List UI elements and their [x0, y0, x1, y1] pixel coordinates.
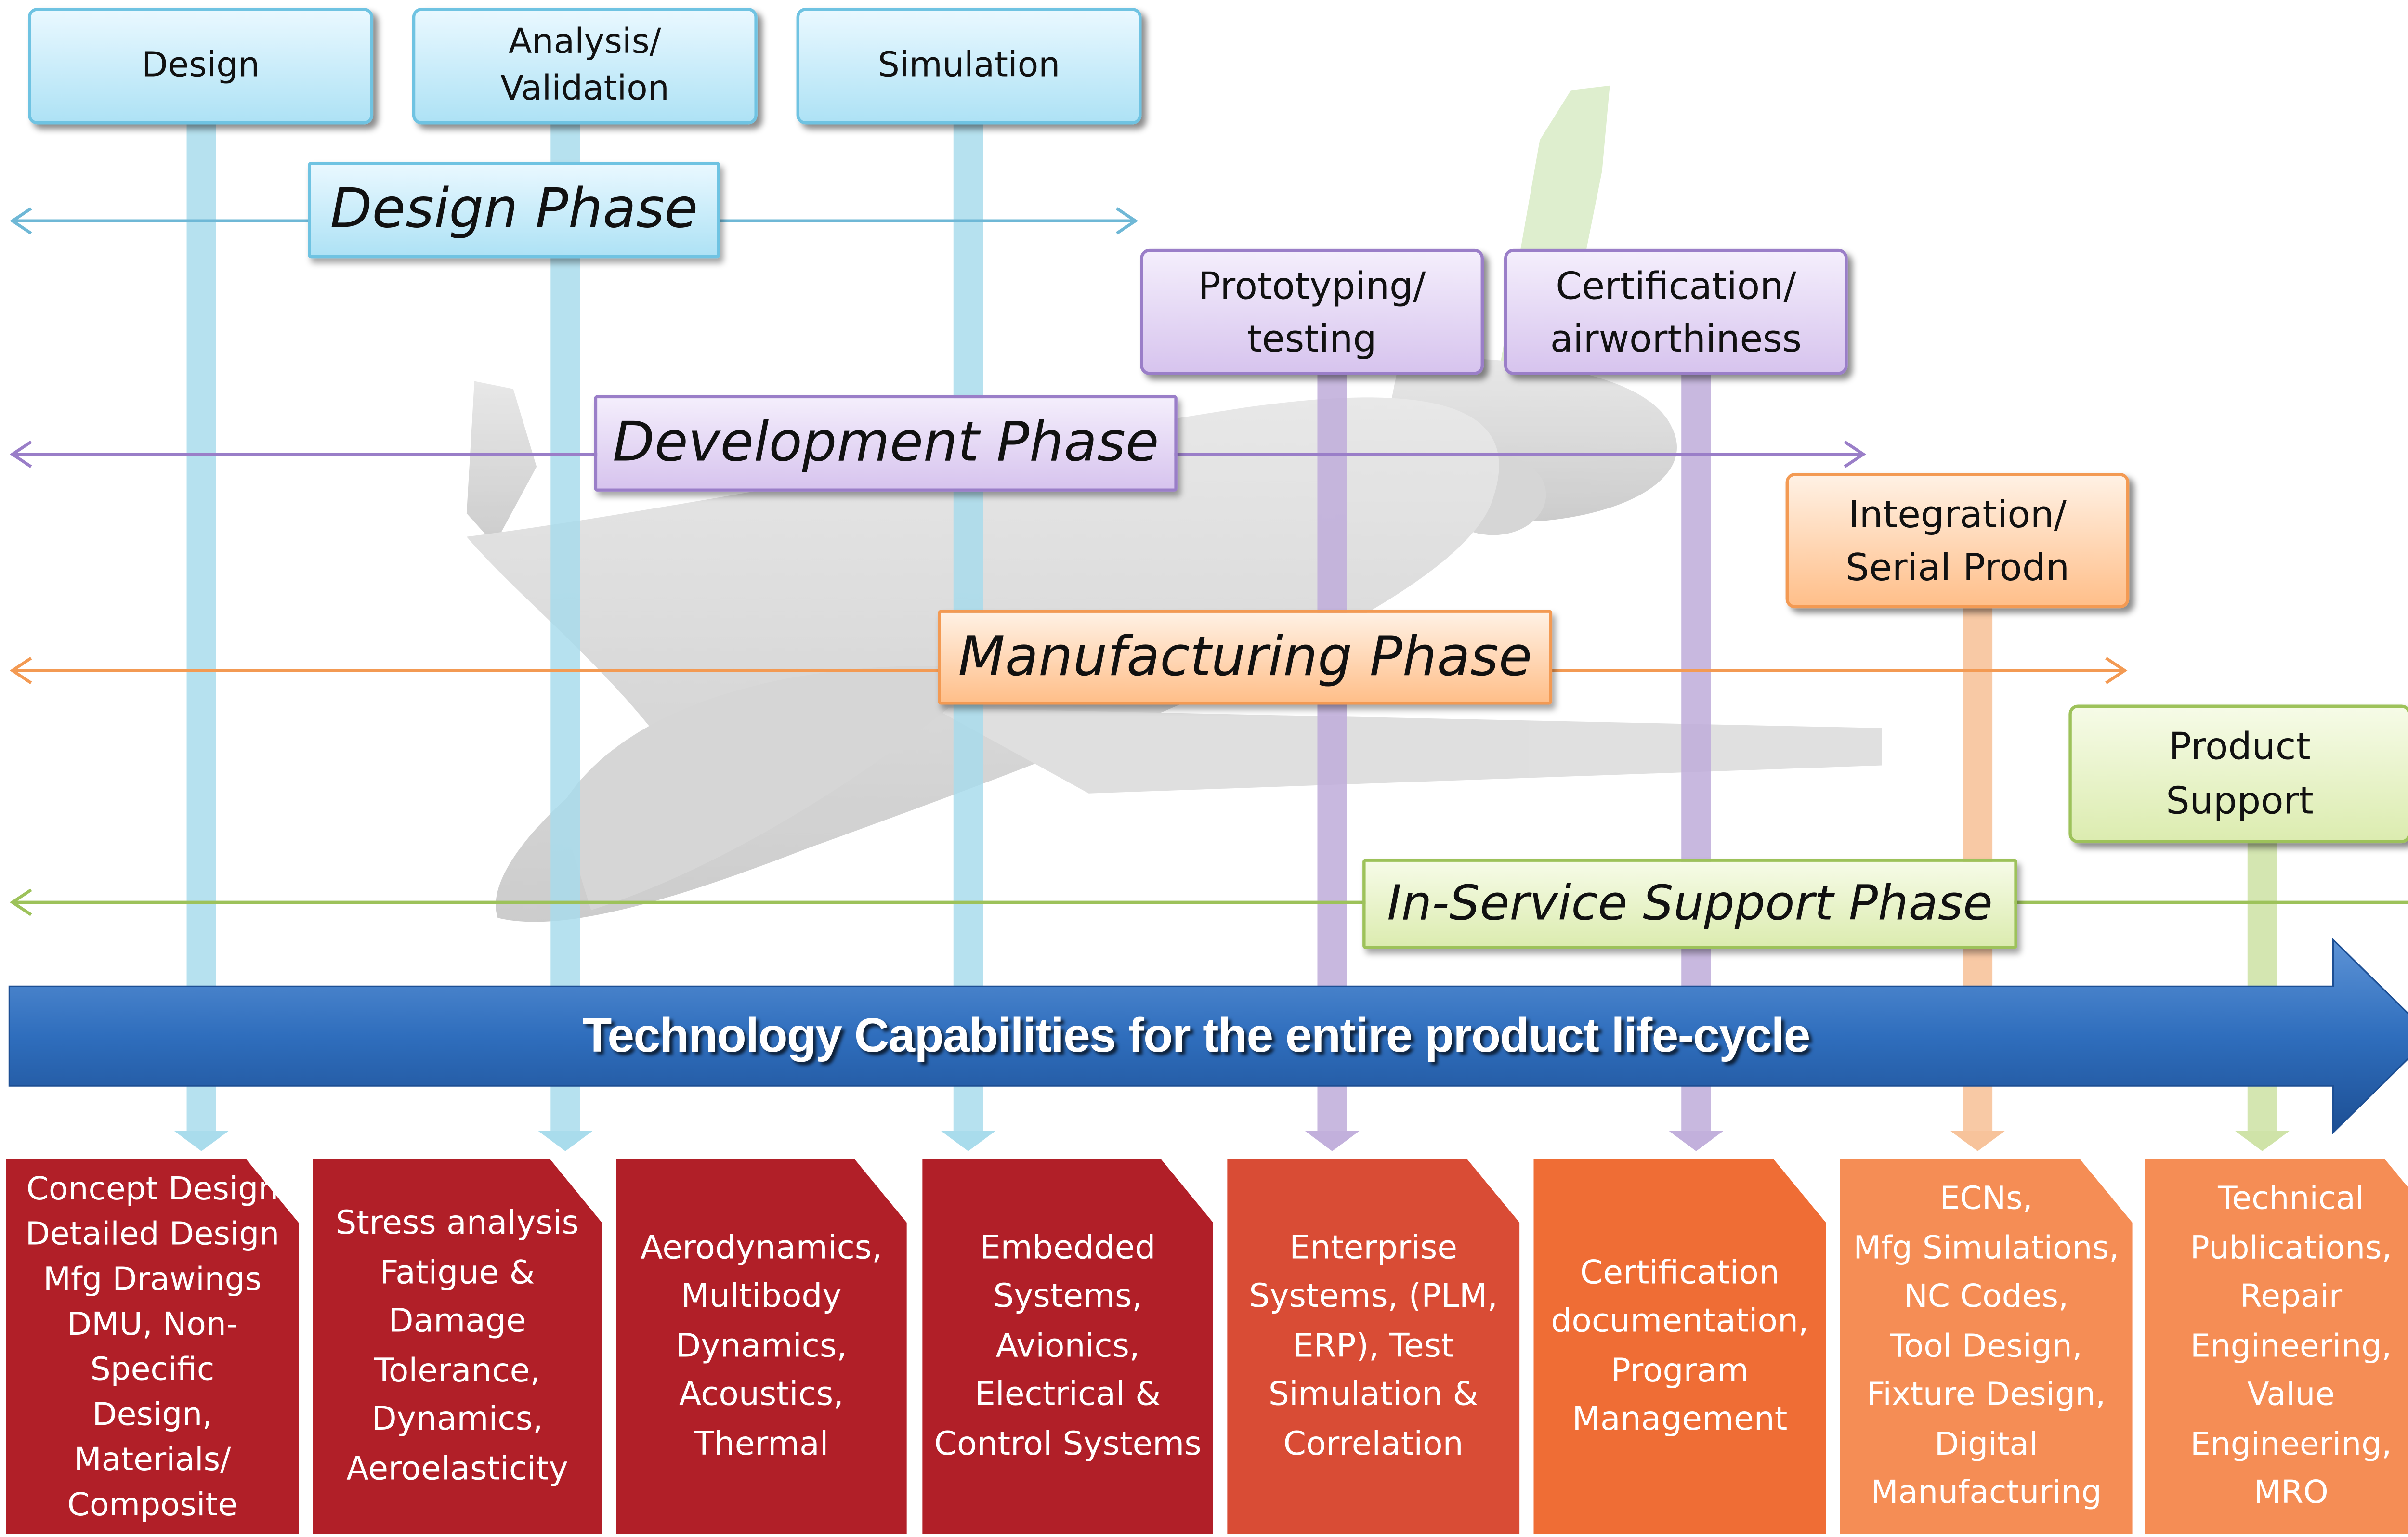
capability-card-analysis: Stress analysis Fatigue & Damage Toleran… — [313, 1159, 602, 1534]
design-phase-label: Design Phase — [308, 162, 720, 259]
capability-card-manufacturing: ECNs, Mfg Simulations, NC Codes, Tool De… — [1840, 1159, 2133, 1534]
design-connector — [186, 124, 216, 1133]
development-phase-label: Development Phase — [594, 395, 1178, 492]
in-service-support-phase-label: In-Service Support Phase — [1362, 859, 2017, 949]
capability-card-embedded: Embedded Systems, Avionics, Electrical &… — [922, 1159, 1214, 1534]
certification-airworthiness-box: Certification/ airworthiness — [1504, 248, 1848, 375]
product-support-box: Product Support — [2068, 704, 2408, 844]
banner-title: Technology Capabilities for the entire p… — [582, 1008, 1810, 1063]
capability-card-enterprise: Enterprise Systems, (PLM, ERP), Test Sim… — [1227, 1159, 1520, 1534]
design-box: Design — [28, 8, 374, 125]
prototyping-testing-box: Prototyping/ testing — [1140, 248, 1484, 375]
simulation-box: Simulation — [796, 8, 1142, 125]
analysis-validation-box: Analysis/ Validation — [412, 8, 758, 125]
capability-card-support: Technical Publications, Repair Engineeri… — [2145, 1159, 2408, 1534]
manufacturing-phase-label: Manufacturing Phase — [938, 610, 1553, 705]
integration-serial-prodn-box: Integration/ Serial Prodn — [1785, 473, 2130, 609]
capability-card-certification: Certification documentation, Program Man… — [1533, 1159, 1826, 1534]
capability-card-design: Concept Design Detailed Design Mfg Drawi… — [6, 1159, 299, 1534]
in-service-phase-arrow — [10, 888, 2408, 916]
analysis-connector — [550, 124, 580, 1133]
banner-arrow — [8, 938, 2408, 1134]
capability-card-simulation: Aerodynamics, Multibody Dynamics, Acoust… — [615, 1159, 907, 1534]
